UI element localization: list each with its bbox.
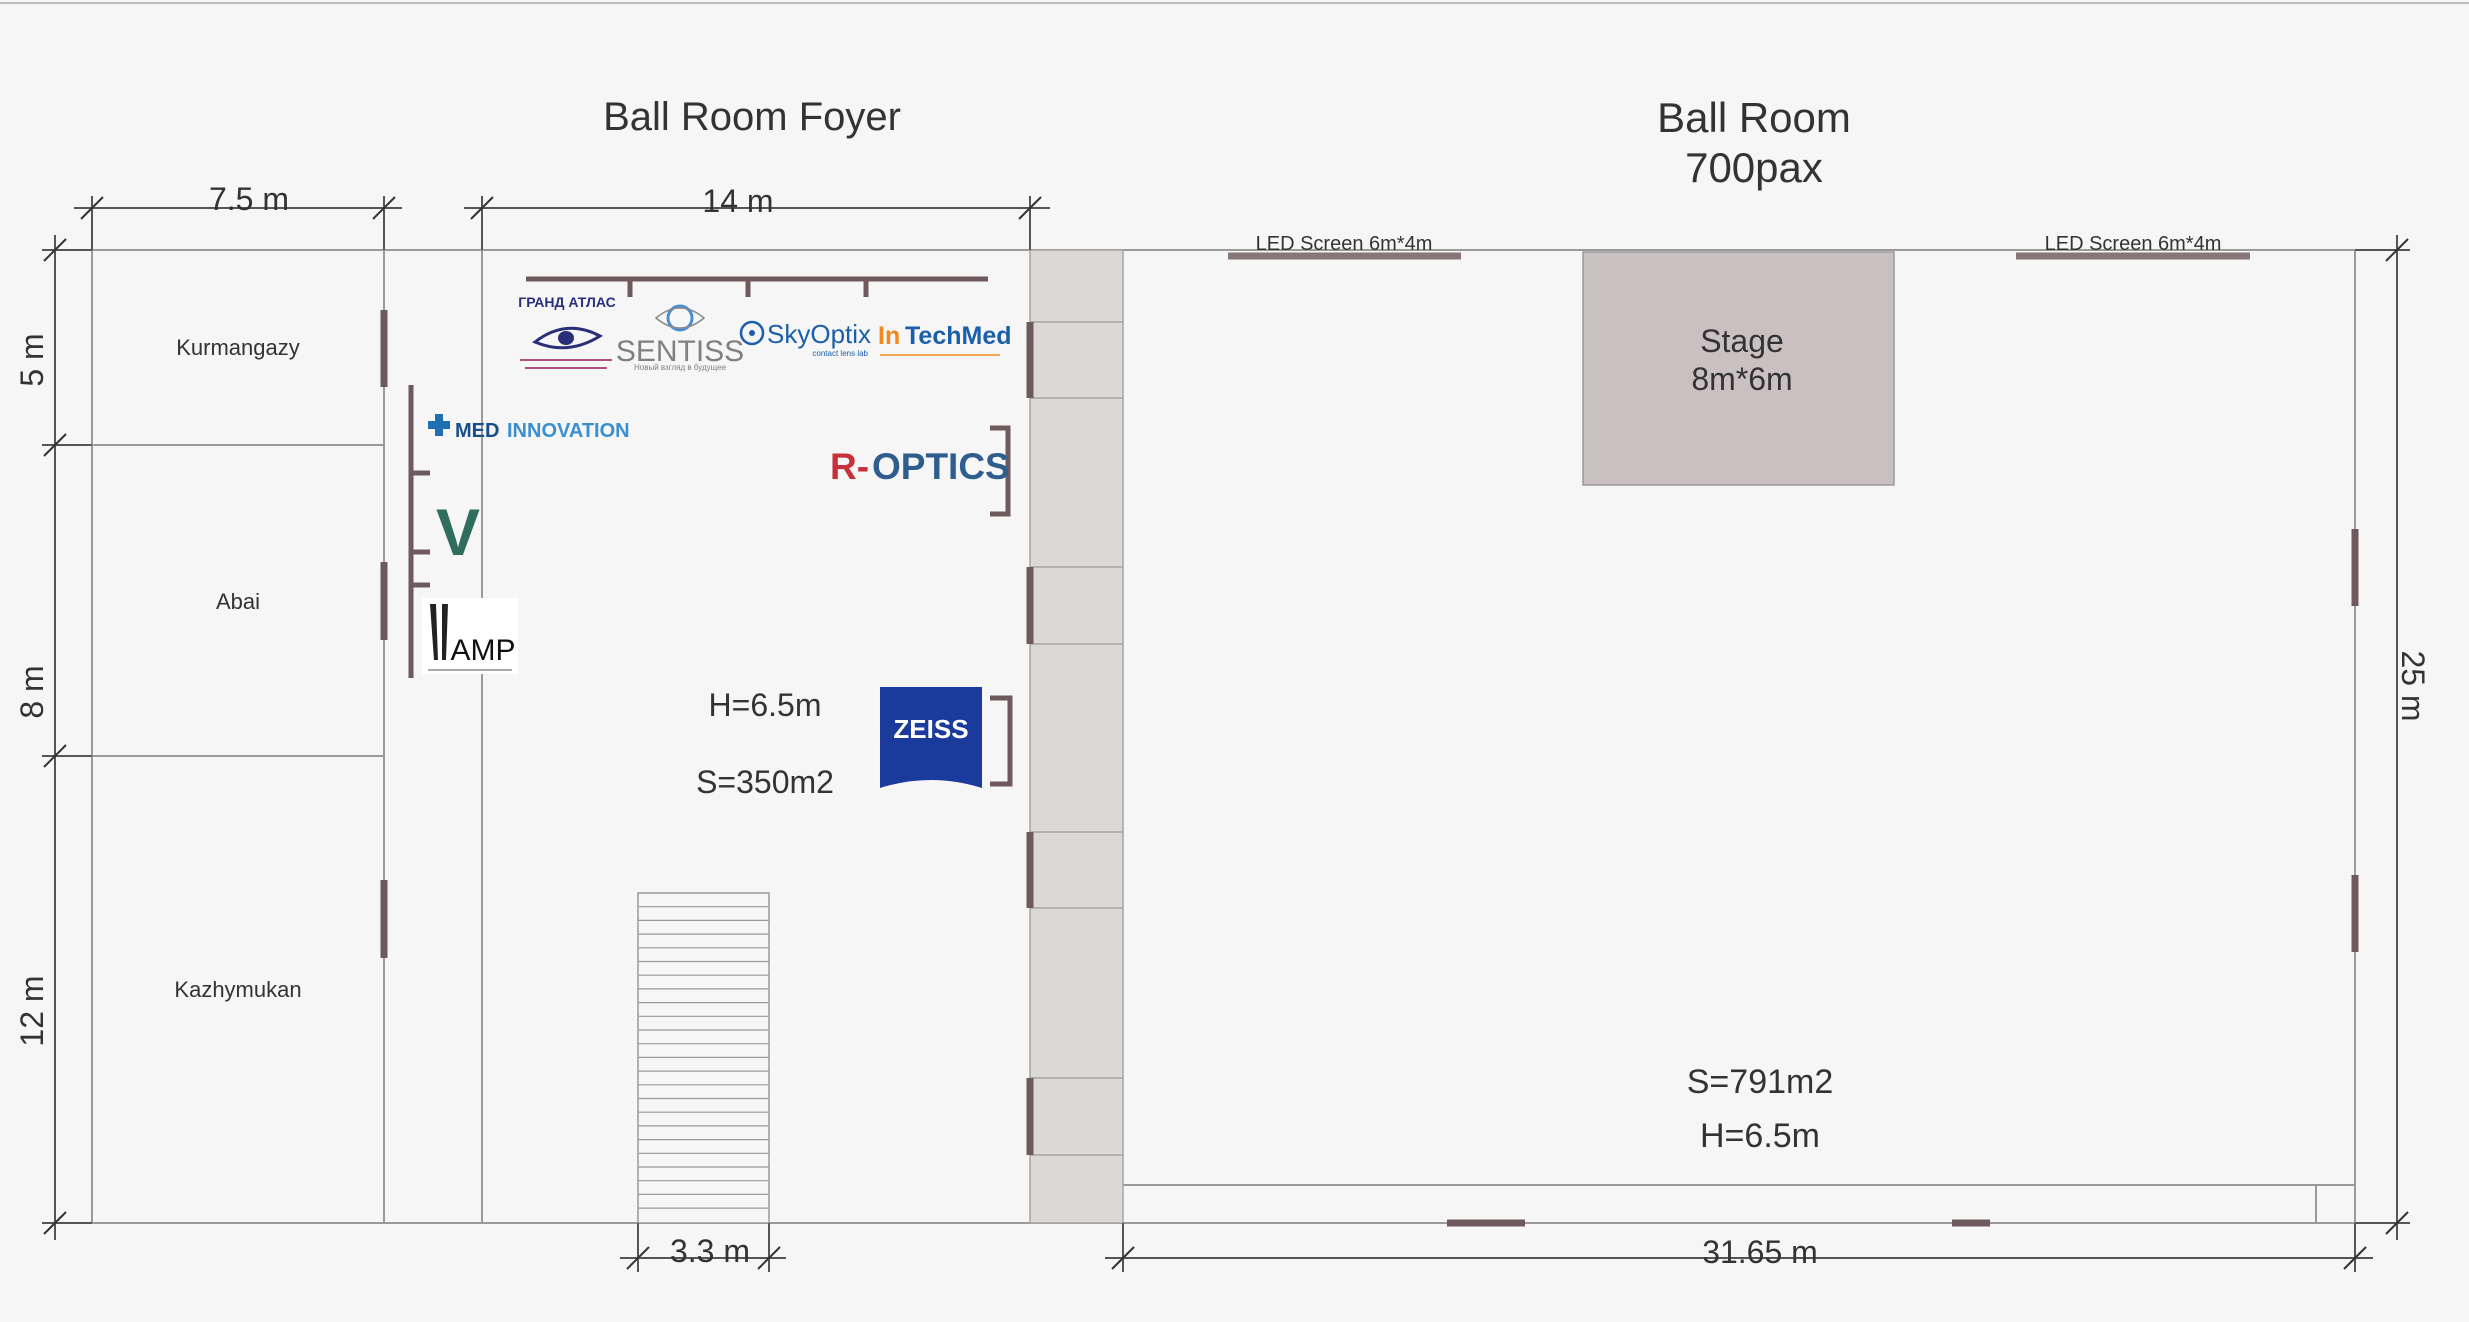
ballroom-title: Ball Room xyxy=(1657,94,1851,141)
dim-height-25: 25 m xyxy=(2395,650,2431,721)
dimension-tick xyxy=(80,196,104,220)
svg-text:SkyOptix: SkyOptix xyxy=(767,319,871,349)
skyoptix-logo: SkyOptix contact lens lab xyxy=(739,319,871,358)
booth-top-bar xyxy=(526,276,988,297)
svg-text:SENTISS: SENTISS xyxy=(616,335,744,368)
dimension-tick xyxy=(2343,1246,2367,1270)
dimension-tick xyxy=(372,196,396,220)
dim-stairs-width: 3.3 m xyxy=(670,1233,750,1269)
stage xyxy=(1582,251,1895,486)
corridor xyxy=(1029,249,1124,1224)
grand-atlas-logo: ГРАНД АТЛАС xyxy=(518,294,616,369)
dimension-tick xyxy=(470,196,494,220)
dimension-lines xyxy=(42,196,2410,1272)
svg-text:MED: MED xyxy=(455,420,499,442)
walls xyxy=(91,249,2356,1224)
dimension-tick xyxy=(43,1211,67,1235)
dim-ballroom-width: 31.65 m xyxy=(1702,1234,1818,1270)
svg-text:INNOVATION: INNOVATION xyxy=(507,420,630,442)
booth-left-bar xyxy=(408,385,430,678)
svg-text:AMP: AMP xyxy=(450,634,515,667)
dimension-tick xyxy=(757,1246,781,1270)
medinnovation-logo: MED INNOVATION xyxy=(428,414,630,442)
svg-text:R-: R- xyxy=(830,446,869,487)
booth-roptics xyxy=(990,425,1011,517)
r-optics-logo: R- OPTICS xyxy=(830,446,1010,487)
svg-text:contact lens lab: contact lens lab xyxy=(812,349,868,358)
dimension-tick xyxy=(43,433,67,457)
dimension-tick xyxy=(2385,238,2409,262)
dimension-tick xyxy=(43,238,67,262)
svg-text:ZEISS: ZEISS xyxy=(893,714,968,744)
dimension-tick xyxy=(626,1246,650,1270)
room-kazhymukan: Kazhymukan xyxy=(174,977,301,1002)
dim-height-12: 12 m xyxy=(14,975,50,1046)
svg-text:Новый взгляд в будущее: Новый взгляд в будущее xyxy=(634,363,727,372)
intechmed-logo: In TechMed xyxy=(878,322,1012,356)
dimension-tick xyxy=(43,744,67,768)
foyer-height: H=6.5m xyxy=(709,687,822,723)
dimension-tick xyxy=(1111,1246,1135,1270)
foyer-title: Ball Room Foyer xyxy=(603,95,901,139)
led-screen-left-label: LED Screen 6m*4m xyxy=(1256,233,1433,255)
dimension-tick xyxy=(1018,196,1042,220)
dim-height-8: 8 m xyxy=(14,665,50,718)
ballroom-area: S=791m2 xyxy=(1687,1063,1834,1101)
svg-text:OPTICS: OPTICS xyxy=(872,446,1010,487)
dim-foyer-width: 14 m xyxy=(702,183,773,219)
staircase xyxy=(637,892,770,1224)
stage-label: Stage xyxy=(1700,323,1784,359)
svg-text:TechMed: TechMed xyxy=(905,322,1012,350)
zeiss-logo: ZEISS xyxy=(880,687,982,788)
foyer-area: S=350m2 xyxy=(696,764,834,800)
ballroom-height: H=6.5m xyxy=(1700,1117,1820,1155)
room-abai: Abai xyxy=(216,589,260,614)
led-screen-right-label: LED Screen 6m*4m xyxy=(2045,233,2222,255)
dimension-tick xyxy=(2385,1211,2409,1235)
dim-height-5: 5 m xyxy=(14,333,50,386)
ballroom-capacity: 700pax xyxy=(1685,144,1823,191)
v-logo: V xyxy=(436,495,480,569)
dim-rooms-width: 7.5 m xyxy=(209,181,289,217)
doors xyxy=(380,310,2359,1227)
sentiss-logo: SENTISS Новый взгляд в будущее xyxy=(616,304,744,372)
room-kurmangazy: Kurmangazy xyxy=(176,335,300,360)
booth-zeiss xyxy=(990,695,1013,787)
stage-size: 8m*6m xyxy=(1691,361,1792,397)
svg-text:V: V xyxy=(436,495,480,569)
svg-text:ГРАНД АТЛАС: ГРАНД АТЛАС xyxy=(518,294,615,310)
svg-text:In: In xyxy=(878,322,900,350)
amp-logo: AMP xyxy=(422,598,518,674)
